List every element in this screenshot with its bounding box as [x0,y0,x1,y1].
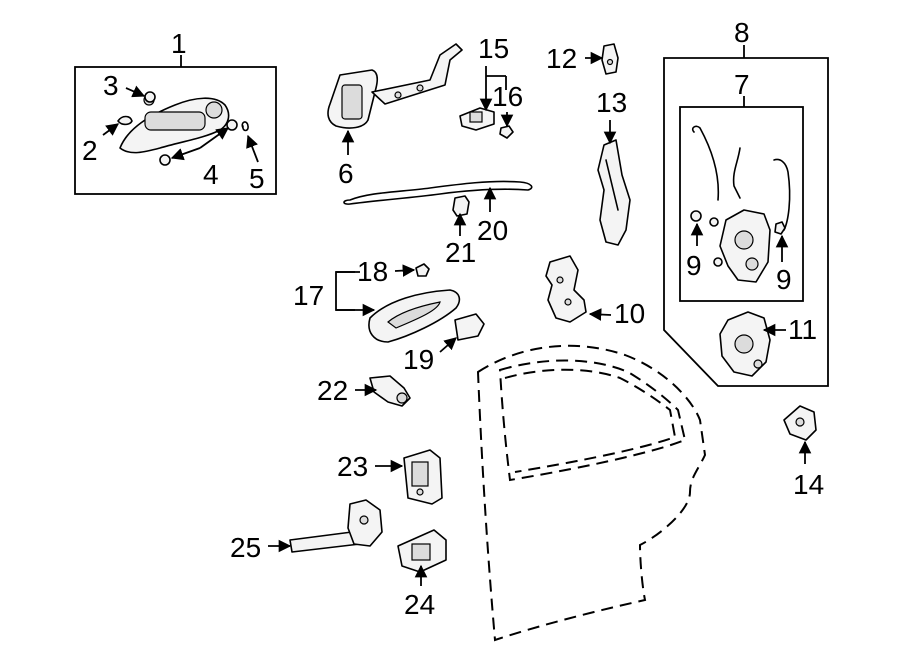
callout-21: 21 [445,237,476,268]
latch-small-part [713,257,723,267]
inside-handle-17 [368,289,461,343]
rod-clip-15 [459,107,495,131]
latch-clip-9a [690,210,702,222]
part-13-cover [597,139,631,246]
callout-9-right: 9 [776,264,792,295]
callout-17: 17 [293,280,324,311]
latch-small-part-2 [709,217,719,227]
handle-washer [226,119,238,131]
door-latch-assembly [719,209,771,283]
handle-clip-2 [117,115,133,126]
callout-23: 23 [337,451,368,482]
callout-16: 16 [492,81,523,112]
handle-nut-4 [159,154,171,166]
actuator-6 [327,43,463,129]
part-10-bracket [545,255,587,323]
handle-spring-5 [241,121,249,132]
latch-clip-9b [774,221,786,235]
callout-11: 11 [788,314,817,345]
callout-15: 15 [478,33,509,64]
group-1-box [74,66,277,195]
lock-cylinder-22 [369,375,411,407]
callout-6: 6 [338,158,354,189]
striker-14 [783,405,817,441]
callout-2: 2 [82,135,98,166]
callout-22: 22 [317,375,348,406]
callout-25: 25 [230,532,261,563]
hinge-23 [403,449,443,505]
door-check-25 [289,499,383,553]
callout-19: 19 [403,344,434,375]
callout-20: 20 [477,215,508,246]
callout-1: 1 [171,28,187,59]
outside-handle-assembly [119,94,230,154]
callout-10: 10 [614,298,645,329]
part-12 [601,43,619,75]
hinge-24 [397,529,447,573]
rod-clip-16 [499,125,514,139]
clip-21 [452,195,470,217]
callout-3: 3 [103,70,119,101]
handle-screw-18 [415,263,430,277]
callout-13: 13 [596,87,627,118]
rod-20 [343,180,533,205]
callout-14: 14 [793,469,824,500]
callout-9-left: 9 [686,250,702,281]
callout-18: 18 [357,256,388,287]
callout-12: 12 [546,43,577,74]
latch-11 [719,311,771,377]
rear-door-outline [476,344,707,642]
callout-8: 8 [734,17,750,48]
handle-cover-19 [454,313,485,341]
callout-7: 7 [734,69,750,100]
callout-24: 24 [404,589,435,620]
latch-rods [691,125,791,231]
group-8-box [663,57,829,387]
callout-4: 4 [203,159,219,190]
group-7-box [679,106,804,302]
handle-screw-3 [144,91,156,103]
callout-5: 5 [249,163,265,194]
